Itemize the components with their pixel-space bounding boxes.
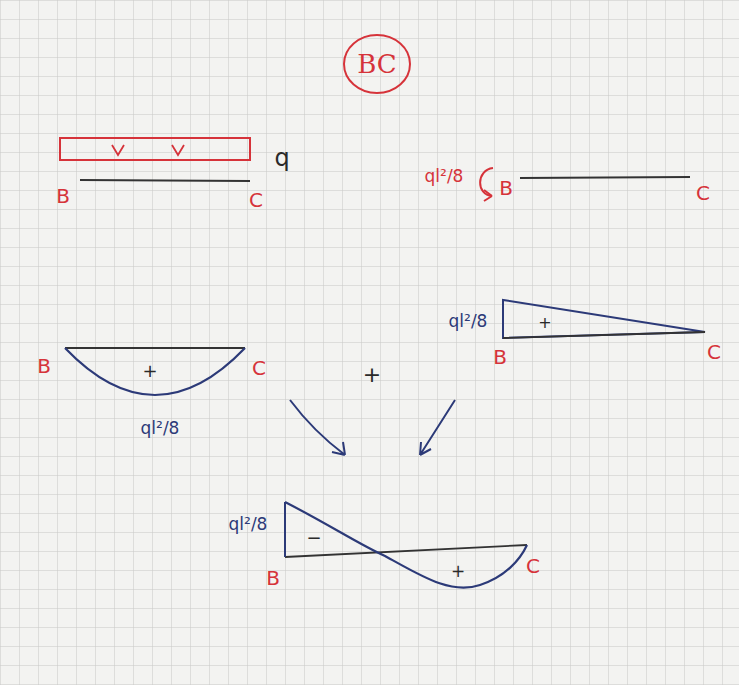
load-arrows: [112, 145, 184, 155]
triangle-diagram: [503, 300, 705, 338]
combined-diagram: [285, 502, 527, 588]
plus-sign: +: [363, 363, 381, 387]
point-label: C: [696, 182, 710, 204]
point-label: C: [707, 341, 721, 363]
beam-line: [520, 177, 690, 178]
moment-value: ql²/8: [449, 312, 488, 331]
point-label: B: [266, 567, 280, 589]
moment-value: ql²/8: [141, 419, 180, 438]
sign-label: +: [538, 314, 551, 332]
end-ordinate: [284, 502, 286, 557]
baseline: [65, 347, 245, 349]
moment-value: ql²/8: [229, 515, 268, 534]
sum-arrow: [290, 400, 345, 455]
point-label: C: [249, 189, 263, 211]
moment-arrowhead: [484, 190, 492, 201]
point-label: C: [526, 555, 540, 577]
circle-outline: [344, 35, 410, 93]
baseline: [503, 332, 705, 338]
load-block: [60, 138, 250, 160]
moment-value: ql²/8: [425, 167, 464, 186]
circled-title: BC: [342, 33, 412, 95]
parabola-diagram: [65, 348, 245, 395]
beam-line: [80, 180, 250, 181]
point-label: C: [252, 357, 266, 379]
point-label: B: [493, 346, 507, 368]
sign-label: −: [306, 528, 321, 548]
load-symbol: q: [274, 145, 289, 171]
sign-label: +: [142, 361, 157, 381]
point-label: B: [499, 177, 513, 199]
sign-label: +: [451, 562, 465, 581]
point-label: B: [37, 355, 51, 377]
title-text: BC: [357, 49, 396, 79]
sum-arrow: [420, 400, 455, 455]
point-label: B: [56, 185, 70, 207]
